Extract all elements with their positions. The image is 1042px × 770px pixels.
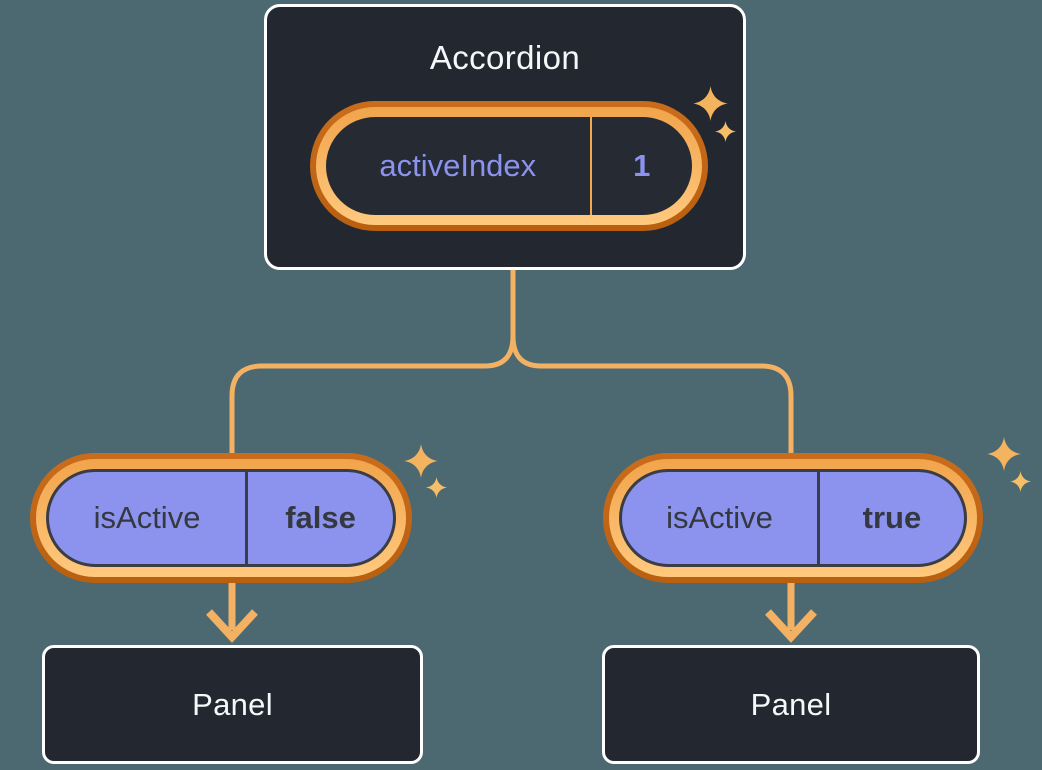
sparkle-icon — [404, 444, 438, 478]
sparkle-icon — [426, 477, 447, 498]
pill-divider — [589, 117, 592, 215]
sparkle-icon — [693, 86, 728, 121]
accordion-title: Accordion — [429, 39, 581, 76]
is-active-pill-right: isActive true — [603, 453, 983, 583]
panel-node-left: Panel — [42, 645, 423, 764]
prop-pill-label: isActive — [666, 500, 773, 535]
sparkle-icon — [987, 437, 1021, 471]
panel-title: Panel — [192, 686, 273, 722]
active-index-state-pill: activeIndex 1 — [310, 101, 708, 231]
prop-pill-value: true — [862, 500, 922, 535]
pill-highlight-ring: isActive true — [609, 459, 977, 577]
prop-pill-label: isActive — [93, 500, 201, 535]
pill-highlight-ring: activeIndex 1 — [316, 107, 702, 225]
pill-highlight-ring: isActive false — [36, 459, 406, 577]
prop-pill-value: false — [285, 500, 356, 535]
panel-title: Panel — [750, 686, 832, 722]
panel-node-right: Panel — [602, 645, 980, 764]
is-active-pill-left: isActive false — [30, 453, 412, 583]
pill-divider — [245, 472, 249, 564]
state-pill-value: 1 — [633, 148, 651, 183]
sparkle-icon — [715, 121, 736, 142]
sparkle-icon — [1010, 471, 1031, 492]
state-pill-label: activeIndex — [379, 148, 537, 183]
pill-divider — [816, 472, 820, 564]
